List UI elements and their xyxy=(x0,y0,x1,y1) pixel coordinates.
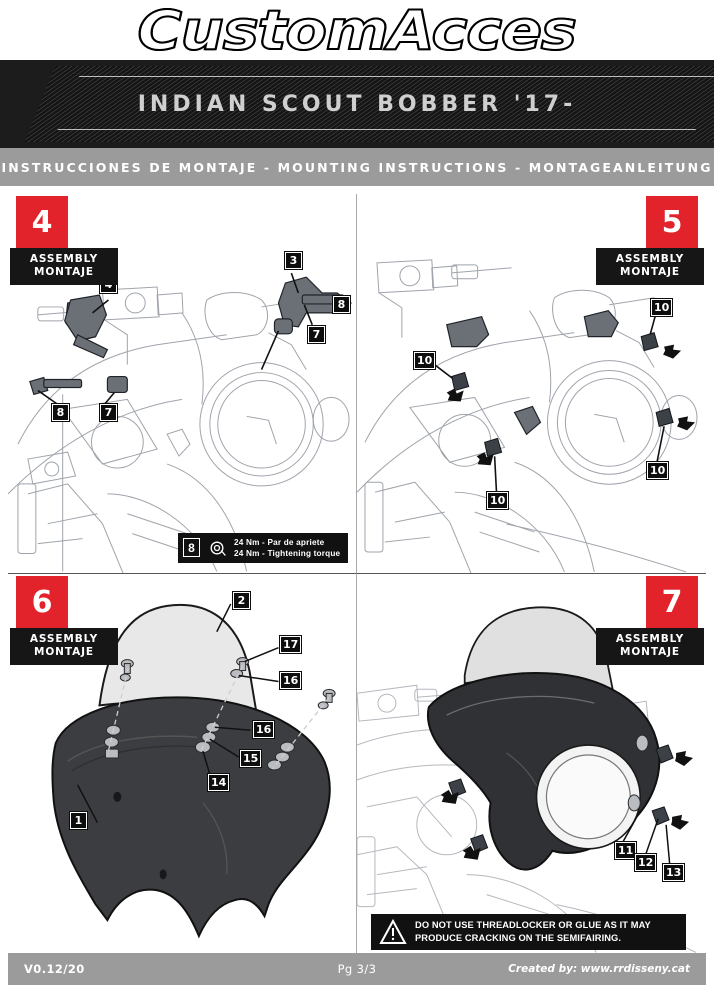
torque-text: 24 Nm - Par de apriete 24 Nm - Tightenin… xyxy=(234,537,340,559)
instructions-bar: INSTRUCCIONES DE MONTAJE - MOUNTING INST… xyxy=(0,148,714,186)
callout-tag-2: 2 xyxy=(232,591,251,610)
callout-tag-10-right: 10 xyxy=(645,461,670,480)
panel-step-6: 6 ASSEMBLY MONTAJE 2 17 16 16 15 14 1 xyxy=(8,574,357,954)
panel-4-illustration xyxy=(8,272,353,573)
step-badge-7: 7 ASSEMBLY MONTAJE xyxy=(596,576,704,666)
step-badge-5: 5 ASSEMBLY MONTAJE xyxy=(596,196,704,286)
warning-line2: PRODUCE CRACKING ON THE SEMIFAIRING. xyxy=(415,932,622,943)
panel-step-5: 5 ASSEMBLY MONTAJE 10 10 10 10 xyxy=(357,194,706,574)
step-number-4: 4 xyxy=(16,196,68,248)
callout-tag-10-bottom: 10 xyxy=(485,491,510,510)
warning-triangle-icon xyxy=(379,918,407,944)
step-badge-4: 4 ASSEMBLY MONTAJE xyxy=(10,196,118,286)
badge-label-line2: MONTAJE xyxy=(619,266,680,279)
badge-label-line2: MONTAJE xyxy=(619,646,680,659)
callout-tag-16-lower: 16 xyxy=(251,720,276,739)
step-badge-label-6: ASSEMBLY MONTAJE xyxy=(10,628,118,666)
callout-tag-7-right: 7 xyxy=(307,325,326,344)
torque-wrench-icon xyxy=(210,541,226,556)
model-title-band: INDIAN SCOUT BOBBER '17- xyxy=(0,60,714,148)
callout-tag-10-left: 10 xyxy=(412,351,437,370)
document-version: V0.12/20 xyxy=(24,962,85,976)
panel-step-4: 4 ASSEMBLY MONTAJE 4 3 7 8 8 7 8 xyxy=(8,194,357,574)
step-badge-label-4: ASSEMBLY MONTAJE xyxy=(10,248,118,286)
page-number: Pg 3/3 xyxy=(337,962,377,976)
warning-line1: DO NOT USE THREADLOCKER OR GLUE AS IT MA… xyxy=(415,919,651,930)
badge-label-line1: ASSEMBLY xyxy=(29,253,99,265)
step-number-5: 5 xyxy=(646,196,698,248)
torque-line-en: 24 Nm - Tightening torque xyxy=(234,548,341,558)
torque-line-es: 24 Nm - Par de apriete xyxy=(234,537,325,547)
step-number-6: 6 xyxy=(16,576,68,628)
panel-step-7: 7 ASSEMBLY MONTAJE 11 12 13 DO NOT USE T… xyxy=(357,574,706,954)
badge-label-line1: ASSEMBLY xyxy=(615,253,685,265)
step-badge-label-7: ASSEMBLY MONTAJE xyxy=(596,628,704,666)
warning-box: DO NOT USE THREADLOCKER OR GLUE AS IT MA… xyxy=(371,913,686,950)
badge-label-line1: ASSEMBLY xyxy=(29,633,99,645)
callout-tag-8-left: 8 xyxy=(51,403,70,422)
brand-logo-text: CustomAcces xyxy=(137,0,579,63)
callout-tag-10-top: 10 xyxy=(649,298,674,317)
panel-7-illustration xyxy=(357,606,697,953)
callout-tag-7-left: 7 xyxy=(99,403,118,422)
torque-callout-box: 8 24 Nm - Par de apriete 24 Nm - Tighten… xyxy=(178,532,349,563)
step-badge-6: 6 ASSEMBLY MONTAJE xyxy=(10,576,118,666)
callout-tag-15: 15 xyxy=(238,749,263,768)
callout-tag-12: 12 xyxy=(633,853,658,872)
callout-tag-13: 13 xyxy=(661,863,686,882)
callout-tag-16-upper: 16 xyxy=(278,671,303,690)
warning-text: DO NOT USE THREADLOCKER OR GLUE AS IT MA… xyxy=(415,919,651,945)
callout-tag-17: 17 xyxy=(278,635,303,654)
step-badge-label-5: ASSEMBLY MONTAJE xyxy=(596,248,704,286)
brand-logo: CustomAcces xyxy=(0,0,714,63)
page-footer: V0.12/20 Pg 3/3 Created by: www.rrdissen… xyxy=(8,953,706,985)
created-by-credit: Created by: www.rrdisseny.cat xyxy=(508,963,690,975)
step-number-7: 7 xyxy=(646,576,698,628)
model-title: INDIAN SCOUT BOBBER '17- xyxy=(137,91,577,117)
badge-label-line2: MONTAJE xyxy=(33,646,94,659)
callout-tag-8-right: 8 xyxy=(332,295,351,314)
callout-tag-14: 14 xyxy=(206,773,231,792)
panel-5-illustration xyxy=(357,259,698,573)
badge-label-line2: MONTAJE xyxy=(33,266,94,279)
callout-tag-1: 1 xyxy=(69,811,88,830)
assembly-panels: 4 ASSEMBLY MONTAJE 4 3 7 8 8 7 8 xyxy=(8,194,706,954)
badge-label-line1: ASSEMBLY xyxy=(615,633,685,645)
torque-ref-number: 8 xyxy=(183,538,200,558)
callout-tag-3: 3 xyxy=(284,251,303,270)
callout-tag-11: 11 xyxy=(613,841,638,860)
